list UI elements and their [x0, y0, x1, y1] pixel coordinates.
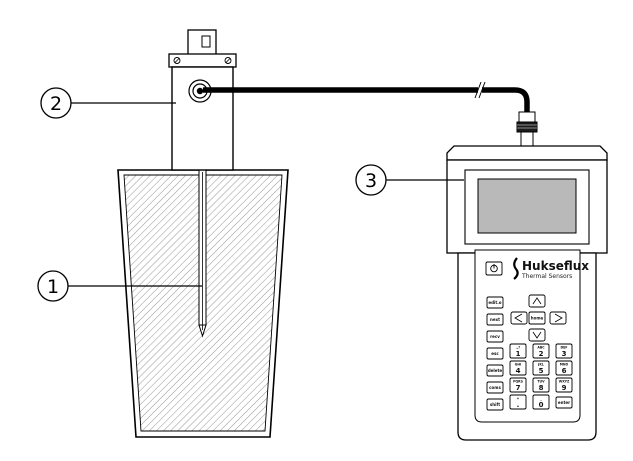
digit-key-digit: 1: [516, 350, 521, 358]
function-key: delete: [486, 364, 504, 377]
digit-keys: .,?1ABC2DEF3GHI4JKL5MNO6PQRS7TUV8WXYZ9+.…: [509, 343, 573, 410]
home-key-label: home: [531, 316, 544, 321]
digit-key-digit: 2: [539, 350, 544, 358]
digit-key: _0: [532, 394, 550, 410]
function-key-label: delete: [488, 368, 503, 373]
digit-key-digit: 9: [562, 384, 567, 392]
digit-key: +.: [509, 394, 527, 410]
digit-key-letters: PQRS: [513, 380, 524, 384]
digit-key-letters: DEF: [560, 346, 567, 350]
digit-key-digit: 5: [539, 367, 544, 375]
function-keys: edit.o next recv esc delete coms shift: [486, 296, 504, 411]
display-screen: [477, 178, 577, 234]
function-key-label: shift: [490, 402, 500, 407]
function-key-label: next: [490, 317, 500, 322]
digit-key-letters: ABC: [537, 346, 545, 350]
digit-key-digit: 6: [562, 367, 567, 375]
readout-unit: Hukseflux Thermal Sensors home edit.o nex…: [446, 145, 608, 441]
probe-head: [168, 29, 237, 171]
function-key-label: coms: [489, 385, 501, 390]
digit-key-letters: MNO: [560, 363, 569, 367]
digit-key-letters: TUV: [537, 380, 545, 384]
digit-key-letters: _: [540, 397, 542, 401]
function-key: recv: [486, 330, 504, 343]
digit-key-letters: .,?: [516, 346, 520, 350]
digit-key-digit: 7: [516, 384, 521, 392]
function-key: shift: [486, 398, 504, 411]
function-key: coms: [486, 381, 504, 394]
digit-key-letters: +: [517, 397, 520, 401]
callout-1-number: 1: [47, 276, 59, 298]
brand-logo-icon: [513, 257, 519, 280]
brand-name: Hukseflux: [522, 259, 589, 273]
digit-key-digit: 3: [562, 350, 567, 358]
enter-key: enter: [555, 396, 573, 409]
callout-2-number: 2: [50, 93, 62, 115]
digit-key-digit: 4: [516, 367, 521, 375]
digit-key-digit: 8: [539, 384, 544, 392]
function-key: next: [486, 313, 504, 326]
function-key-label: recv: [490, 334, 500, 339]
cable: [203, 81, 530, 113]
home-button: [528, 311, 546, 325]
needle-probe: [198, 168, 207, 338]
digit-key-digit: 0: [539, 401, 544, 409]
right-arrow-button: [549, 311, 567, 325]
digit-key-letters: GHI: [515, 363, 521, 367]
callout-3: 3: [355, 164, 464, 196]
digit-key-digit: .: [517, 401, 520, 409]
brand-subtitle: Thermal Sensors: [521, 273, 572, 280]
left-arrow-button: [510, 311, 528, 325]
callout-2: 2: [40, 87, 176, 119]
enter-key-label: enter: [558, 400, 570, 405]
function-key-label: esc: [491, 351, 499, 356]
callout-3-number: 3: [365, 170, 377, 192]
digit-key: .,?1: [509, 343, 527, 359]
function-key: esc: [486, 347, 504, 360]
cable-plug: [516, 111, 538, 147]
up-arrow-button: [528, 294, 546, 308]
down-arrow-button: [528, 328, 546, 342]
function-key-label: edit.o: [488, 300, 501, 305]
function-key: edit.o: [486, 296, 504, 309]
digit-key-letters: JKL: [537, 363, 544, 367]
digit-key-letters: WXYZ: [559, 380, 570, 384]
callout-1: 1: [37, 270, 202, 302]
